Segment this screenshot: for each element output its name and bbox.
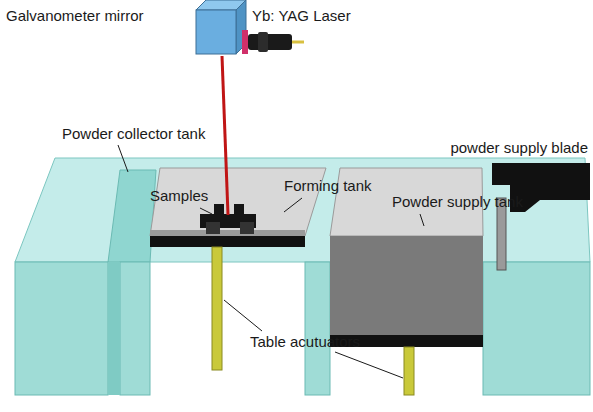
laser-cable (292, 41, 304, 44)
part-label: powder supply blade (450, 140, 588, 157)
pillar (15, 262, 108, 395)
laser-beam (222, 56, 228, 215)
pillar (120, 262, 150, 395)
collector-pit (108, 170, 156, 262)
part-label: Yb: YAG Laser (252, 8, 351, 25)
part-label: Samples (150, 188, 208, 205)
part-label: Galvanometer mirror (6, 8, 144, 25)
part-label: Powder collector tank (62, 126, 205, 143)
table-actuator (212, 247, 222, 370)
pillar (483, 262, 590, 395)
supply-powder (330, 236, 483, 335)
galvanometer-mirror (196, 10, 236, 54)
forming-powder (150, 230, 305, 236)
leader-lines (118, 145, 424, 378)
part-label: Forming tank (284, 178, 372, 195)
laser-flange (242, 30, 248, 54)
part-label: Powder supply tank (392, 194, 523, 211)
laser-body (258, 32, 268, 52)
part-label: Table acutuators (250, 334, 360, 351)
pillar (305, 262, 330, 395)
laser-body (248, 34, 292, 50)
pillar-gap (108, 262, 120, 395)
forming-table (150, 236, 305, 247)
table-actuator (404, 347, 414, 395)
